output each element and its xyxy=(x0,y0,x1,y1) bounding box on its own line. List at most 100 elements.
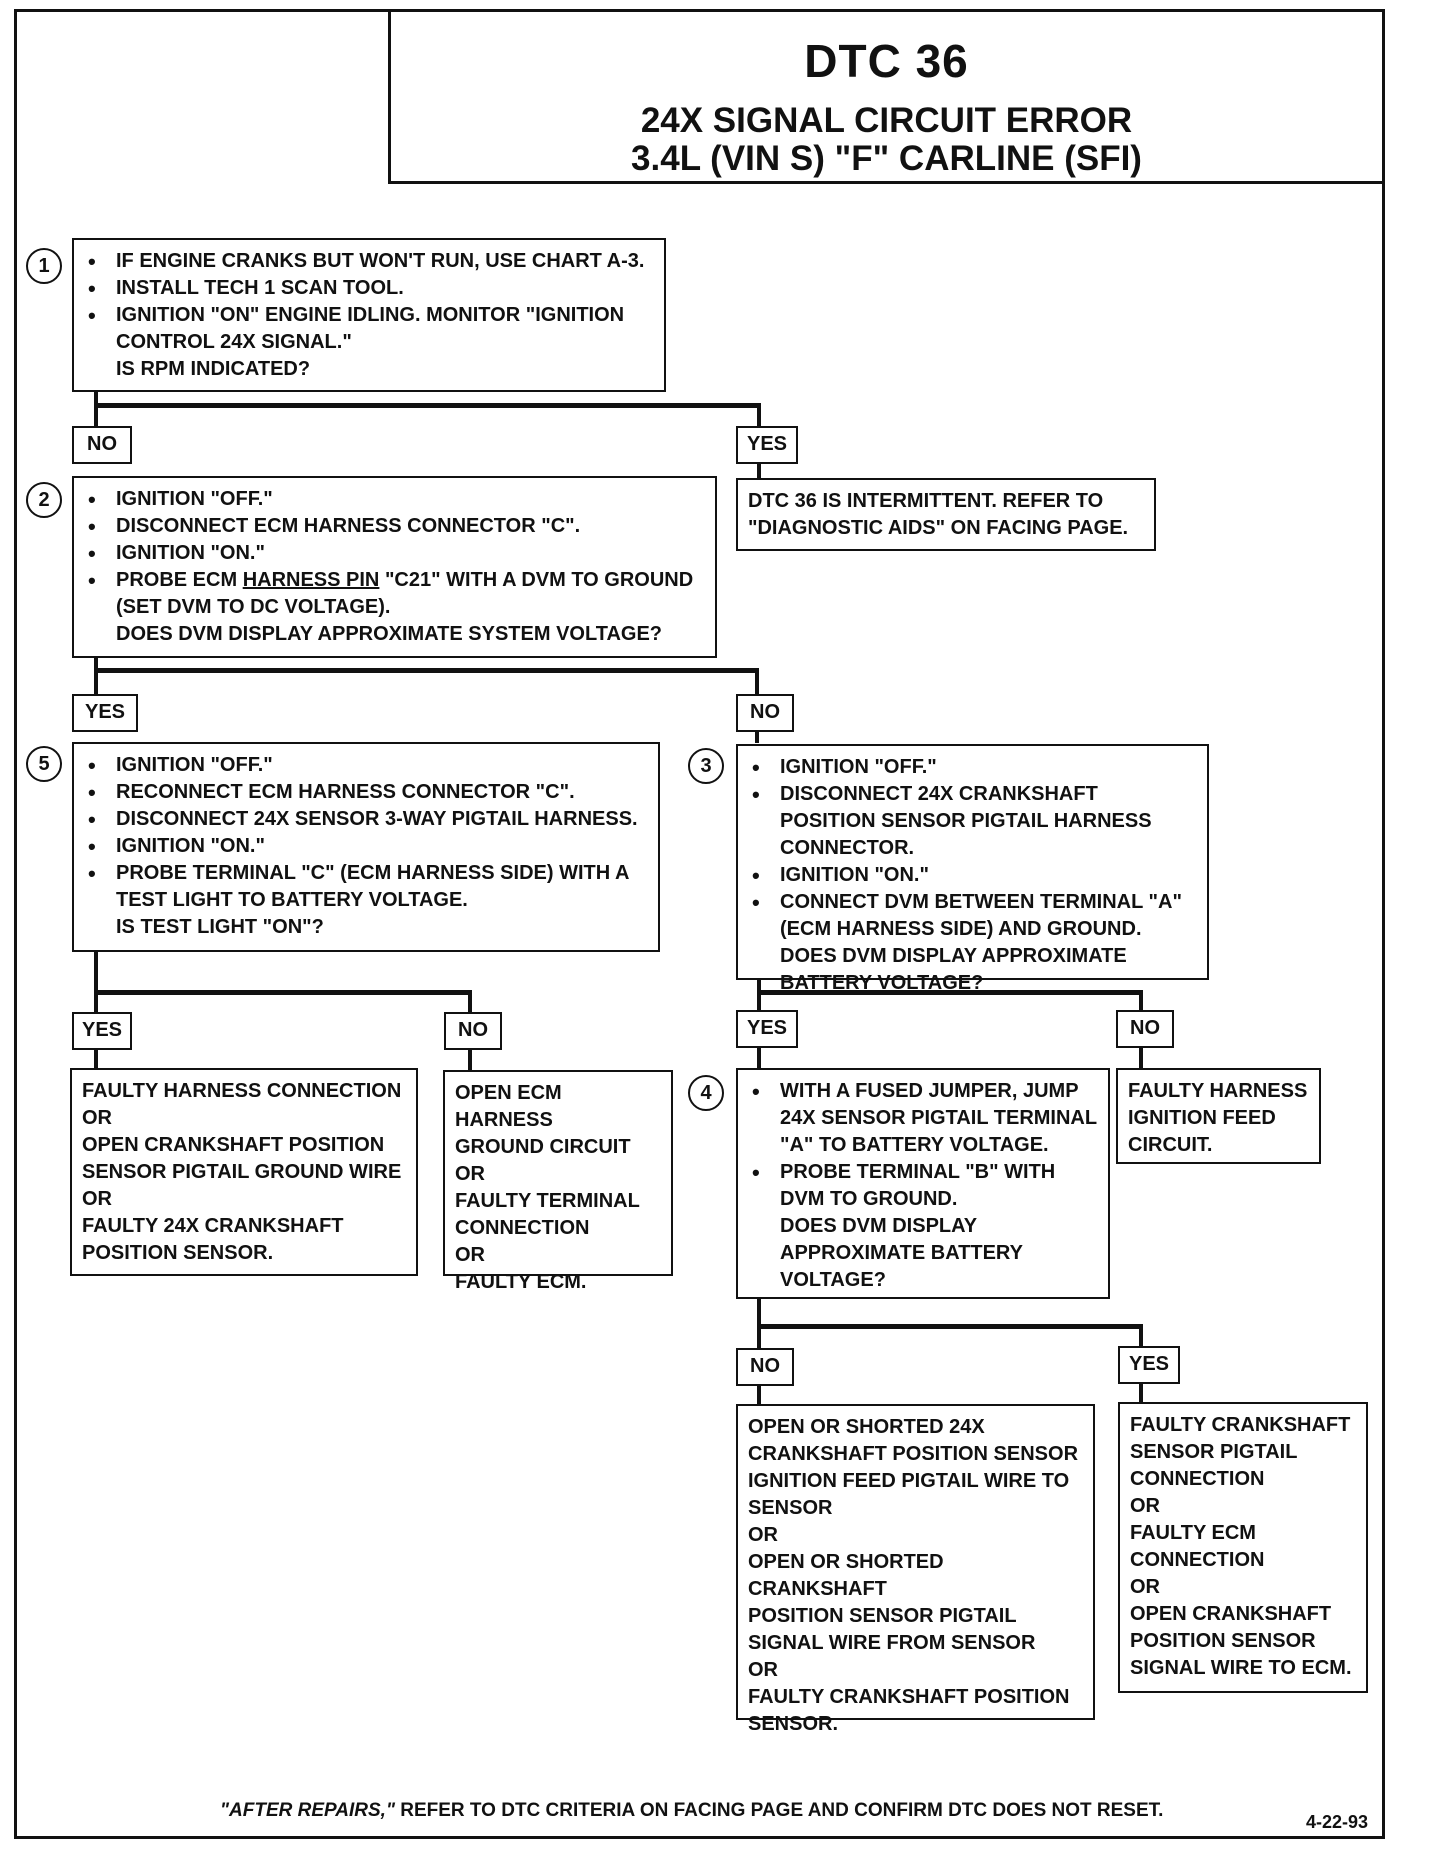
result-line: OR xyxy=(748,1659,778,1681)
result-line: FAULTY ECM xyxy=(1130,1522,1256,1544)
branch-no: NO xyxy=(444,1012,502,1050)
step-3-question: DOES DVM DISPLAY APPROXIMATE BATTERY VOL… xyxy=(780,945,1127,994)
step-5-bullet: IGNITION "OFF." xyxy=(84,752,648,779)
result-line: FAULTY CRANKSHAFT xyxy=(1130,1414,1351,1436)
connector xyxy=(1139,990,1143,1010)
connector xyxy=(757,1046,761,1070)
step-4-question: DOES DVM DISPLAY APPROXIMATE BATTERY VOL… xyxy=(780,1215,1023,1291)
step-5-bullet: IGNITION "ON." xyxy=(84,833,648,860)
connector xyxy=(1139,1046,1143,1068)
connector xyxy=(757,990,1143,995)
result-line: POSITION SENSOR xyxy=(1130,1630,1316,1652)
result-line: OPEN CRANKSHAFT POSITION xyxy=(82,1134,385,1156)
step-1-bullet: INSTALL TECH 1 SCAN TOOL. xyxy=(84,275,654,302)
result-line: OPEN OR SHORTED CRANKSHAFT xyxy=(748,1551,944,1600)
connector xyxy=(94,990,472,995)
result-step4-yes: FAULTY CRANKSHAFT SENSOR PIGTAIL CONNECT… xyxy=(1118,1402,1368,1693)
step-3-box: IGNITION "OFF." DISCONNECT 24X CRANKSHAF… xyxy=(736,744,1209,994)
branch-no: NO xyxy=(736,1348,794,1386)
connector xyxy=(468,1050,472,1070)
step-3-bullet: CONNECT DVM BETWEEN TERMINAL "A" (ECM HA… xyxy=(748,889,1197,943)
step-1-box: IF ENGINE CRANKS BUT WON'T RUN, USE CHAR… xyxy=(72,238,666,392)
branch-yes: YES xyxy=(1118,1346,1180,1384)
connector xyxy=(1139,1324,1143,1348)
result-line: FAULTY TERMINAL xyxy=(455,1190,640,1212)
step-2-marker: 2 xyxy=(26,482,62,518)
harness-pin-text: HARNESS PIN xyxy=(242,569,380,591)
step-1-bullet: IF ENGINE CRANKS BUT WON'T RUN, USE CHAR… xyxy=(84,248,654,275)
step-2-box: IGNITION "OFF." DISCONNECT ECM HARNESS C… xyxy=(72,476,717,658)
dtc-code: DTC 36 xyxy=(804,35,969,87)
result-line: IGNITION FEED PIGTAIL WIRE TO xyxy=(748,1470,1070,1492)
result-line: GROUND CIRCUIT xyxy=(455,1136,631,1158)
connector xyxy=(94,403,761,408)
result-line: OR xyxy=(455,1244,485,1266)
step-3-marker: 3 xyxy=(688,748,724,784)
result-line: FAULTY 24X CRANKSHAFT xyxy=(82,1215,344,1237)
step-4-marker: 4 xyxy=(688,1075,724,1111)
result-line: OR xyxy=(748,1524,778,1546)
probe-text: PROBE ECM xyxy=(116,569,243,591)
step-4-bullet: WITH A FUSED JUMPER, JUMP 24X SENSOR PIG… xyxy=(748,1078,1098,1159)
result-line: SENSOR xyxy=(748,1497,833,1519)
result-line: OR xyxy=(82,1188,112,1210)
result-line: SENSOR PIGTAIL xyxy=(1130,1441,1298,1463)
step-4-bullet: PROBE TERMINAL "B" WITH DVM TO GROUND. xyxy=(748,1159,1098,1213)
result-line: IGNITION FEED xyxy=(1128,1107,1276,1129)
result-line: FAULTY ECM. xyxy=(455,1271,587,1293)
result-line: CONNECTION xyxy=(1130,1468,1265,1490)
step-5-bullet: DISCONNECT 24X SENSOR 3-WAY PIGTAIL HARN… xyxy=(84,806,648,833)
step-1-bullet: IGNITION "ON" ENGINE IDLING. MONITOR "IG… xyxy=(84,302,654,356)
result-line: SIGNAL WIRE FROM SENSOR xyxy=(748,1632,1036,1654)
result-step5-no: OPEN ECM HARNESS GROUND CIRCUIT OR FAULT… xyxy=(443,1070,673,1293)
connector xyxy=(757,1384,761,1404)
branch-no: NO xyxy=(736,694,794,732)
step-2-bullet: IGNITION "OFF." xyxy=(84,486,705,513)
result-line: CRANKSHAFT POSITION SENSOR xyxy=(748,1443,1079,1465)
connector xyxy=(94,668,759,673)
branch-yes: YES xyxy=(736,426,798,464)
result-line: SIGNAL WIRE TO ECM. xyxy=(1130,1657,1352,1679)
step-2-bullet: PROBE ECM HARNESS PIN "C21" WITH A DVM T… xyxy=(84,567,705,621)
step-3-bullet: DISCONNECT 24X CRANKSHAFT POSITION SENSO… xyxy=(748,781,1197,862)
result-intermittent: DTC 36 IS INTERMITTENT. REFER TO "DIAGNO… xyxy=(736,478,1156,551)
step-3-bullet: IGNITION "ON." xyxy=(748,862,1197,889)
result-line: OR xyxy=(1130,1576,1160,1598)
step-2-question: DOES DVM DISPLAY APPROXIMATE SYSTEM VOLT… xyxy=(116,623,662,645)
step-5-bullet: RECONNECT ECM HARNESS CONNECTOR "C". xyxy=(84,779,648,806)
connector xyxy=(94,950,98,1012)
step-5-bullet: PROBE TERMINAL "C" (ECM HARNESS SIDE) WI… xyxy=(84,860,648,914)
step-3-bullet: IGNITION "OFF." xyxy=(748,754,1197,781)
step-1-question: IS RPM INDICATED? xyxy=(116,358,311,380)
result-line: "DIAGNOSTIC AIDS" ON FACING PAGE. xyxy=(748,517,1129,539)
connector xyxy=(94,390,98,447)
result-line: OR xyxy=(455,1163,485,1185)
result-step3-no: FAULTY HARNESS IGNITION FEED CIRCUIT. xyxy=(1116,1068,1321,1164)
step-5-question: IS TEST LIGHT "ON"? xyxy=(116,916,324,938)
dtc-subtitle: 3.4L (VIN S) "F" CARLINE (SFI) xyxy=(631,139,1142,178)
step-2-bullet: DISCONNECT ECM HARNESS CONNECTOR "C". xyxy=(84,513,705,540)
result-line: OR xyxy=(1130,1495,1160,1517)
result-line: CONNECTION xyxy=(1130,1549,1265,1571)
step-4-box: WITH A FUSED JUMPER, JUMP 24X SENSOR PIG… xyxy=(736,1068,1110,1299)
footer-text: REFER TO DTC CRITERIA ON FACING PAGE AND… xyxy=(394,1800,1164,1821)
step-5-marker: 5 xyxy=(26,746,62,782)
result-line: FAULTY HARNESS CONNECTION xyxy=(82,1080,402,1102)
branch-yes: YES xyxy=(72,1012,132,1050)
probe-text: "C21" WITH A DVM TO GROUND (SET DVM TO D… xyxy=(116,569,694,618)
footer-note: "AFTER REPAIRS," REFER TO DTC CRITERIA O… xyxy=(220,1800,1163,1822)
branch-no: NO xyxy=(72,426,132,464)
connector xyxy=(757,1297,761,1349)
step-5-box: IGNITION "OFF." RECONNECT ECM HARNESS CO… xyxy=(72,742,660,952)
result-step4-no: OPEN OR SHORTED 24X CRANKSHAFT POSITION … xyxy=(736,1404,1095,1735)
result-line: OPEN OR SHORTED 24X xyxy=(748,1416,985,1438)
result-step5-yes: FAULTY HARNESS CONNECTION OR OPEN CRANKS… xyxy=(70,1068,418,1276)
revision-date: 4-22-93 xyxy=(1306,1812,1369,1832)
result-line: SENSOR. xyxy=(748,1713,839,1735)
result-line: FAULTY CRANKSHAFT POSITION xyxy=(748,1686,1070,1708)
result-line: DTC 36 IS INTERMITTENT. REFER TO xyxy=(748,490,1104,512)
branch-no: NO xyxy=(1116,1010,1174,1048)
result-line: CIRCUIT. xyxy=(1128,1134,1213,1156)
result-line: SENSOR PIGTAIL GROUND WIRE xyxy=(82,1161,402,1183)
footer-emphasis: "AFTER REPAIRS," xyxy=(220,1800,395,1821)
